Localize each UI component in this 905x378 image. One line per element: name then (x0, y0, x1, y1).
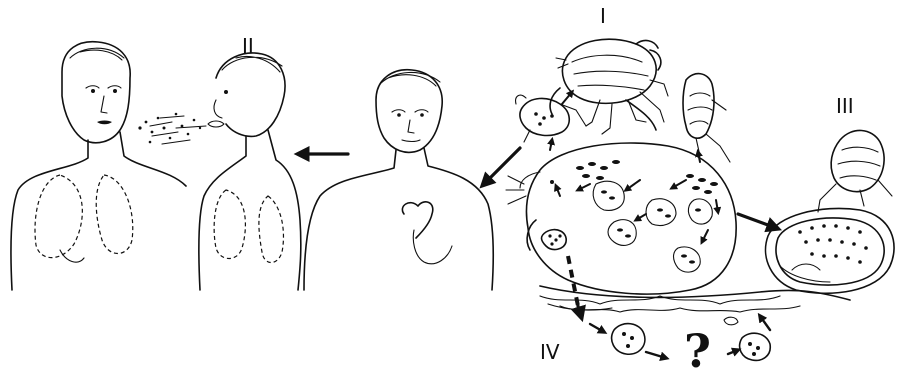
stage-label-i: I (600, 6, 606, 26)
flea-blocked-gut (766, 130, 895, 293)
stage-label-ii: II (242, 36, 254, 56)
person-bubonic (304, 70, 493, 290)
arrow-to-bubonic (484, 148, 520, 184)
arrow-to-flea-gut (738, 214, 776, 228)
person-coughing (199, 53, 301, 290)
flea-rat (550, 39, 668, 134)
flea-small-right (683, 74, 730, 162)
stage-label-iv: IV (540, 342, 560, 362)
unknown-stage-question-mark: ? (684, 328, 711, 374)
droplet-spray (138, 113, 206, 144)
soil-stage (560, 256, 800, 360)
person-receiving (11, 42, 186, 290)
stage-label-iii: III (836, 96, 854, 116)
rat-host (506, 143, 850, 310)
